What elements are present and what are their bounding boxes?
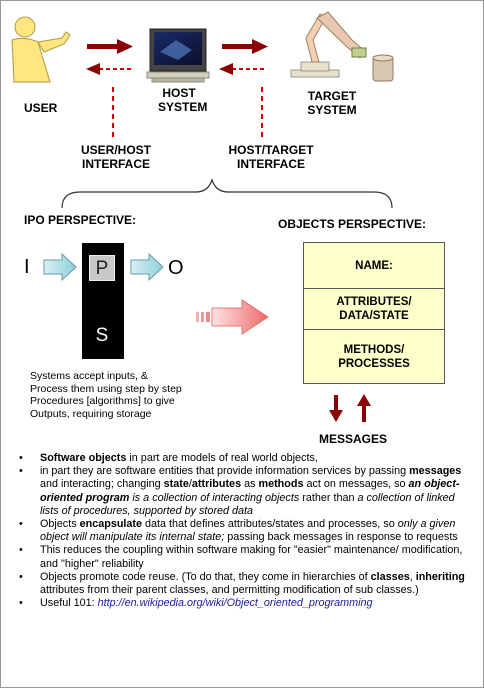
brace-icon: [61, 178, 393, 209]
object-box: NAME: ATTRIBUTES/ DATA/STATE METHODS/ PR…: [303, 242, 445, 384]
meth-line2: PROCESSES: [338, 358, 410, 370]
host-to-target-arrow-icon: [222, 39, 268, 54]
ipo-text-line: Process them using step by step: [30, 382, 182, 395]
bullet-list: • Software objects in part are models of…: [14, 452, 476, 610]
ipo-text-line: Outputs, requiring storage: [30, 407, 152, 420]
bullet-item: • Objects encapsulate data that defines …: [19, 518, 458, 544]
host-to-user-dashed-arrow-icon: [86, 63, 132, 75]
ipo-perspective-title: IPO PERSPECTIVE:: [24, 213, 137, 227]
host-target-interface-label: HOST/TARGET INTERFACE: [221, 143, 321, 171]
ipo-description: Systems accept inputs, & Process them us…: [30, 370, 250, 420]
object-methods-cell: METHODS/ PROCESSES: [304, 329, 444, 385]
meth-line1: METHODS/: [343, 344, 405, 356]
robot-arm-icon: [290, 11, 394, 82]
user-figure-icon: [11, 16, 71, 83]
ht-label-line1: HOST/TARGET: [228, 143, 314, 157]
ipo-output-letter: O: [168, 257, 184, 279]
user-label: USER: [24, 101, 58, 115]
message-up-arrow-icon: [357, 394, 371, 422]
ipo-text-line: Procedures [algorithms] to give: [30, 395, 175, 407]
attr-line1: ATTRIBUTES/: [336, 295, 412, 308]
host-computer-icon: [146, 28, 210, 83]
bullet-item: • Software objects in part are models of…: [19, 452, 318, 464]
target-to-host-dashed-arrow-icon: [219, 63, 267, 75]
attr-line2: DATA/STATE: [339, 309, 409, 322]
target-label-line1: TARGET: [307, 89, 357, 103]
objects-perspective-title: OBJECTS PERSPECTIVE:: [278, 217, 427, 231]
bullet-item: • in part they are software entities tha…: [19, 465, 462, 517]
process-box: P: [89, 255, 115, 281]
uh-label-line2: INTERFACE: [81, 157, 150, 171]
host-label: HOST SYSTEM: [158, 86, 208, 114]
ipo-text-line: Systems accept inputs, &: [30, 370, 148, 382]
message-down-arrow-icon: [329, 395, 343, 422]
messages-label: MESSAGES: [319, 432, 388, 446]
wikipedia-link[interactable]: http://en.wikipedia.org/wiki/Object_orie…: [97, 597, 373, 610]
input-arrow-icon: [43, 252, 77, 282]
object-name-cell: NAME:: [304, 243, 444, 289]
ipo-input-letter: I: [24, 256, 30, 278]
uh-label-line1: USER/HOST: [80, 143, 151, 157]
host-label-line1: HOST: [162, 86, 196, 100]
bullet-item: • Useful 101: http://en.wikipedia.org/wi…: [19, 597, 373, 610]
output-arrow-icon: [130, 252, 164, 282]
ht-label-line2: INTERFACE: [236, 157, 305, 171]
user-to-host-arrow-icon: [87, 39, 133, 54]
user-host-interface-label: USER/HOST INTERFACE: [76, 143, 156, 171]
bullet-item: • This reduces the coupling within softw…: [19, 544, 463, 570]
bullet-item: • Objects promote code reuse. (To do tha…: [19, 570, 465, 597]
host-label-line2: SYSTEM: [158, 100, 208, 114]
object-attributes-cell: ATTRIBUTES/ DATA/STATE: [304, 288, 444, 330]
target-label: TARGET SYSTEM: [302, 89, 362, 117]
ipo-process-column: P S: [82, 243, 124, 359]
ipo-to-objects-arrow-icon: [196, 299, 269, 335]
storage-box: S: [95, 325, 109, 346]
target-label-line2: SYSTEM: [307, 103, 357, 117]
